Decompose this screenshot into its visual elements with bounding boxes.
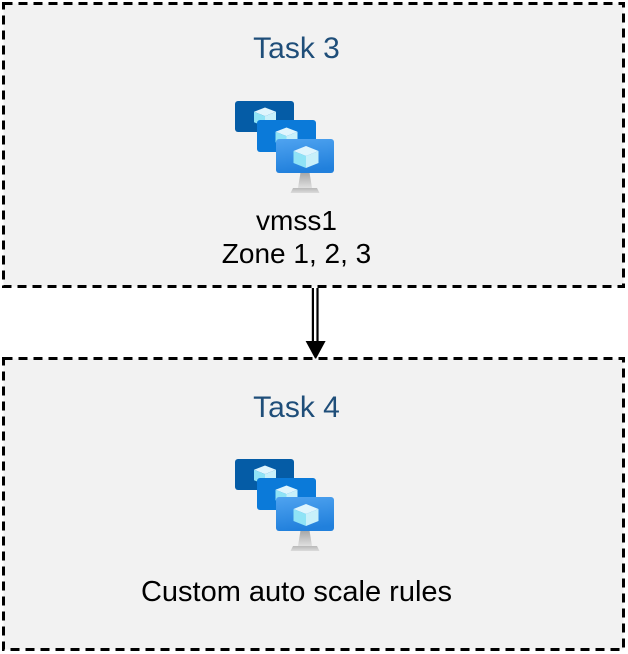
task3-content: Task 3 vmss1 Zone 1, 2, 3: [5, 5, 622, 285]
task4-labels: Custom auto scale rules: [141, 575, 452, 609]
task3-labels: vmss1 Zone 1, 2, 3: [222, 204, 371, 270]
task3-title: Task 3: [253, 32, 340, 65]
vm-scale-sets-icon: [235, 459, 334, 552]
task4-title: Task 4: [253, 391, 340, 424]
task4-box: Task 4 Custom auto scale rules: [2, 357, 625, 651]
arrow-down-connector: [300, 288, 331, 360]
vm-scale-sets-icon: [235, 101, 334, 194]
task3-box: Task 3 vmss1 Zone 1, 2, 3: [2, 2, 625, 288]
zones-label: Zone 1, 2, 3: [221, 238, 372, 269]
vmss-name-label: vmss1: [256, 205, 337, 236]
task4-content: Task 4 Custom auto scale rules: [5, 360, 622, 648]
double-line-arrow-icon: [305, 288, 326, 360]
autoscale-rules-label: Custom auto scale rules: [140, 576, 453, 608]
